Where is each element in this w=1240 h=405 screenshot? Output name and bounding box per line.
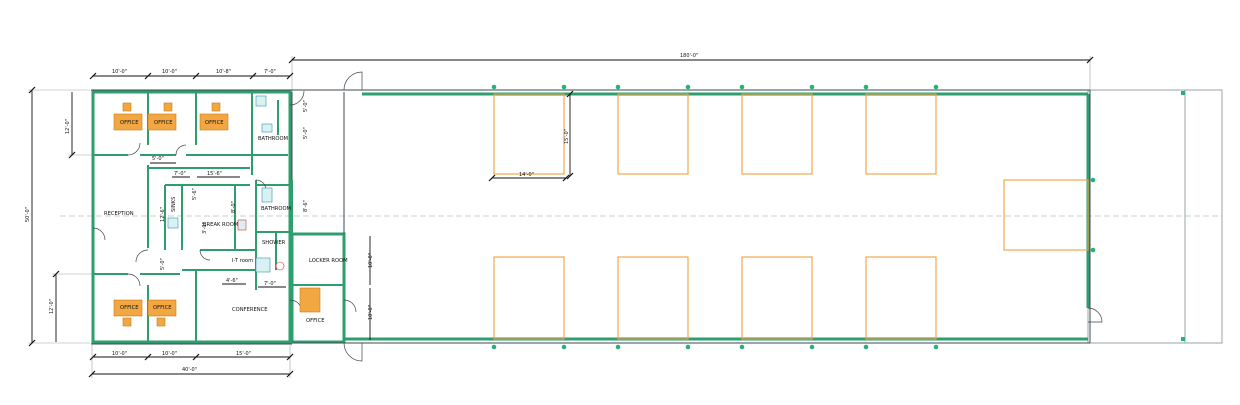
office-width-dimension: 40'-0" [88,345,294,378]
room-office-3: OFFICE [205,120,223,126]
room-break-room: BREAK ROOM [203,222,238,228]
bay-bottom-2 [617,256,689,340]
bottom-dim-3: 15'-0" [236,351,251,357]
top-dim-1: 10'-0" [112,69,127,75]
idim-15-6: 15'-6" [207,171,222,177]
bottom-dimension-string: 10'-0" 10'-0" 15'-0" [89,351,294,361]
dim-40: 40'-0" [182,367,197,373]
bottom-dim-2: 10'-0" [162,351,177,357]
left-dim-1: 12'-0" [65,119,71,134]
idim-5-0: 5'-0" [152,156,164,162]
room-locker: LOCKER ROOM [309,258,348,264]
bay-bottom-3 [741,256,813,340]
overall-length-dimension: 180'-0" [288,53,1094,92]
room-office-2: OFFICE [154,120,172,126]
room-shower: SHOWER [262,240,286,246]
room-sinks: SINKS [171,197,177,212]
room-office-6: OFFICE [306,318,324,324]
idim-10-0b: 10'-0" [368,305,374,320]
bay-end [1003,179,1089,251]
right-canopy-outline [1087,89,1223,344]
idim-10-0a: 10'-0" [368,253,374,268]
idim-4-6: 4'-6" [226,278,238,284]
room-office-1: OFFICE [120,120,138,126]
idim-5-6: 5'-6" [192,188,198,200]
top-dim-4: 7'-0" [264,69,276,75]
room-conference: CONFERENCE [232,307,268,313]
bay-bottom-4 [865,256,937,340]
idim-8-0: 8'-0" [231,201,237,213]
bays [493,93,1089,340]
room-bathroom-2: BATHROOM [261,206,291,212]
fixtures [167,95,285,273]
bay-top-3 [741,93,813,175]
room-office-5: OFFICE [153,305,171,311]
idim-7-0a: 7'-0" [174,171,186,177]
warehouse-walls [291,89,1091,344]
bay-width-dim: 14'-0" [519,172,534,178]
bay-depth-dim: 15'-0" [564,129,570,144]
bay-top-1 [493,93,565,175]
dim-50: 50'-0" [25,207,31,222]
left-dimension-string: 12'-0" 12'-0" [49,92,94,342]
idim-5-0b: 5'-0" [160,258,166,270]
idim-3-0: 3'-0" [202,222,208,234]
top-dimension-string: 10'-0" 10'-0" 10'-8" 7'-0" [89,69,294,80]
interior-dimensions: 5'-0" 7'-0" 15'-6" 12'-6" 8'-0" 5'-6" 4'… [150,100,374,340]
left-dim-2: 12'-0" [49,299,55,314]
room-reception: RECEPTION [104,211,134,217]
bay-top-4 [865,93,937,175]
idim-5-0c: 5'-0" [303,127,309,139]
bottom-dim-1: 10'-0" [112,351,127,357]
idim-12-6: 12'-6" [160,207,166,222]
columns [491,84,1185,350]
desk [113,113,143,131]
room-bathroom-1: BATHROOM [258,136,288,142]
doors [92,71,1103,362]
idim-5-0d: 5'-0" [303,100,309,112]
bay-dimensions: 14'-0" 15'-0" [488,90,574,182]
desks [113,102,321,327]
room-it: I-T room [232,258,253,264]
bay-top-2 [617,93,689,175]
top-dim-3: 10'-8" [216,69,231,75]
overall-depth-dimension: 50'-0" [25,86,90,347]
top-dim-2: 10'-0" [162,69,177,75]
dim-180: 180'-0" [680,53,698,59]
bay-bottom-1 [493,256,565,340]
room-office-4: OFFICE [120,305,138,311]
room-labels: OFFICE OFFICE OFFICE BATHROOM RECEPTION … [104,120,348,324]
idim-8-6: 8'-6" [303,200,309,212]
idim-7-0b: 7'-0" [264,281,276,287]
